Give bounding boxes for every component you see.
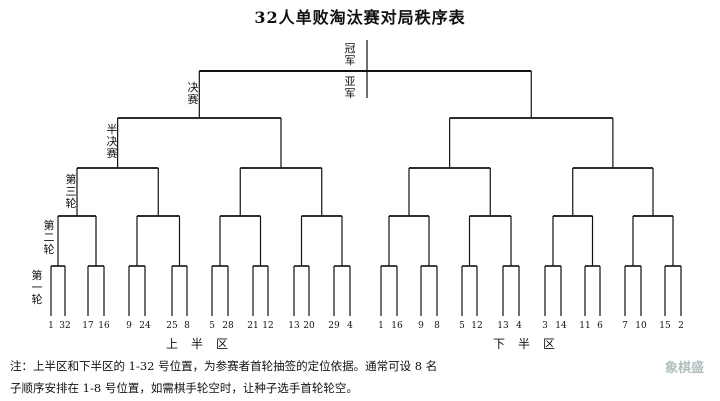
lower-seed: 10 (635, 321, 647, 331)
lower-seed: 11 (579, 321, 591, 331)
lower-seed: 7 (622, 321, 628, 331)
upper-seed: 13 (288, 321, 300, 331)
note-line-2: 子顺序安排在 1-8 号位置，如需棋手轮空时，让种子选手首轮轮空。 (10, 381, 358, 395)
runner-up-label: 亚军 (344, 75, 356, 100)
upper-half-label: 上半区 (166, 337, 242, 351)
upper-seed: 9 (126, 321, 132, 331)
upper-seed: 28 (222, 321, 234, 331)
upper-seed: 8 (184, 321, 190, 331)
upper-seed: 5 (209, 321, 215, 331)
upper-seed: 4 (347, 321, 353, 331)
lower-seed: 4 (516, 321, 522, 331)
lower-seed: 3 (542, 321, 548, 331)
lower-seed: 1 (378, 321, 384, 331)
lower-seed: 14 (555, 321, 567, 331)
lower-seed: 6 (597, 321, 603, 331)
upper-seed: 17 (82, 321, 94, 331)
upper-seed: 25 (166, 321, 178, 331)
lower-seed: 8 (434, 321, 440, 331)
upper-seed: 1 (48, 321, 54, 331)
note-line-1: 注：上半区和下半区的 1-32 号位置，为参赛者首轮抽签的定位依据。通常可设 8… (10, 359, 438, 373)
lower-half-label: 下半区 (493, 337, 569, 351)
watermark-logo: 象棋盛 (664, 361, 704, 376)
upper-seed: 16 (98, 321, 110, 331)
upper-seed: 32 (59, 321, 71, 331)
round1-label: 第一轮 (31, 269, 43, 306)
upper-seed: 24 (139, 321, 151, 331)
lower-seed: 5 (459, 321, 465, 331)
upper-seed: 29 (328, 321, 340, 331)
champion-label: 冠军 (344, 42, 356, 67)
lower-seed: 12 (471, 321, 483, 331)
upper-seed: 20 (303, 321, 315, 331)
lower-seed: 2 (678, 321, 684, 331)
lower-seed: 16 (391, 321, 403, 331)
page-title: 32人单败淘汰赛对局秩序表 (254, 8, 466, 27)
final-label: 决赛 (187, 81, 199, 106)
round2-label: 第二轮 (43, 219, 55, 256)
lower-seed: 15 (659, 321, 671, 331)
round3-label: 第三轮 (65, 173, 77, 210)
lower-seed: 9 (418, 321, 424, 331)
upper-seed: 12 (262, 321, 274, 331)
semifinal-label: 半决赛 (106, 123, 118, 160)
lower-seed: 13 (497, 321, 509, 331)
upper-seed: 21 (247, 321, 259, 331)
